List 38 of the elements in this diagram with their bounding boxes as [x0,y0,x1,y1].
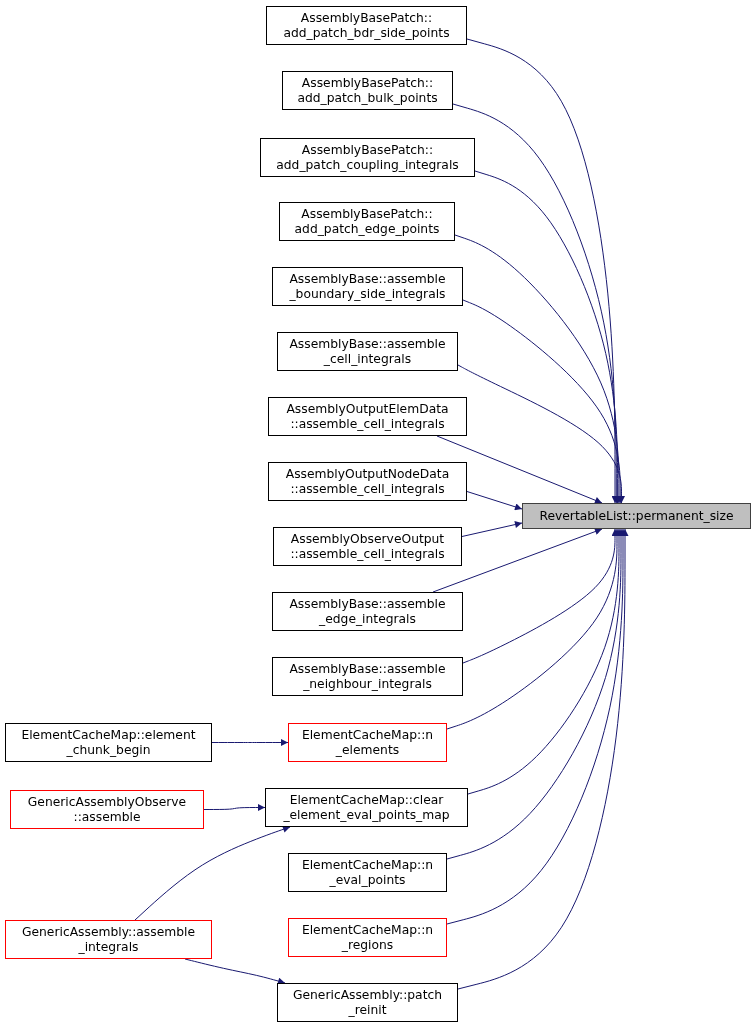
function-box: AssemblyBase::assemble _boundary_side_integrals [272,267,463,306]
call-arrow [457,528,629,990]
call-arrow [461,521,523,537]
call-arrow [184,958,286,985]
call-arrow [446,528,621,730]
call-arrow [467,528,623,795]
call-arrow [457,364,625,504]
call-arrow [211,739,289,746]
function-box: AssemblyBase::assemble _edge_integrals [272,592,463,631]
function-box: AssemblyObserveOutput ::assemble_cell_integrals [273,527,462,566]
call-arrow [466,38,619,504]
function-box: GenericAssembly::assemble _integrals [5,920,212,959]
call-arrow [452,103,620,504]
function-box: AssemblyBase::assemble _neighbour_integrals [272,657,463,696]
function-box: AssemblyOutputNodeData ::assemble_cell_integrals [268,462,467,501]
function-box: GenericAssemblyObserve ::assemble [10,790,204,829]
function-box: ElementCacheMap::n _regions [288,918,447,957]
function-box: AssemblyBasePatch:: add_patch_edge_points [279,202,455,241]
function-box: AssemblyOutputElemData ::assemble_cell_integrals [268,397,467,436]
call-arrow [466,491,523,511]
function-box: AssemblyBase::assemble _cell_integrals [277,332,458,371]
call-arrow [462,299,624,504]
call-arrow [432,528,603,593]
function-box: ElementCacheMap::element _chunk_begin [5,723,212,762]
call-arrow [134,825,291,921]
function-box: GenericAssembly::patch _reinit [277,983,458,1022]
call-arrow [446,528,625,860]
function-box: RevertableList::permanent_size [522,503,751,529]
function-box: ElementCacheMap::clear _element_eval_points_map [265,788,468,827]
function-box: AssemblyBasePatch:: add_patch_bdr_side_points [266,6,467,45]
call-arrow [436,435,603,504]
function-box: AssemblyBasePatch:: add_patch_bulk_points [282,71,453,110]
call-arrow [446,528,627,925]
function-box: AssemblyBasePatch:: add_patch_coupling_integrals [260,138,475,177]
call-arrow [203,804,266,811]
call-arrow [462,528,619,664]
function-box: ElementCacheMap::n _elements [288,723,447,762]
function-box: ElementCacheMap::n _eval_points [288,853,447,892]
